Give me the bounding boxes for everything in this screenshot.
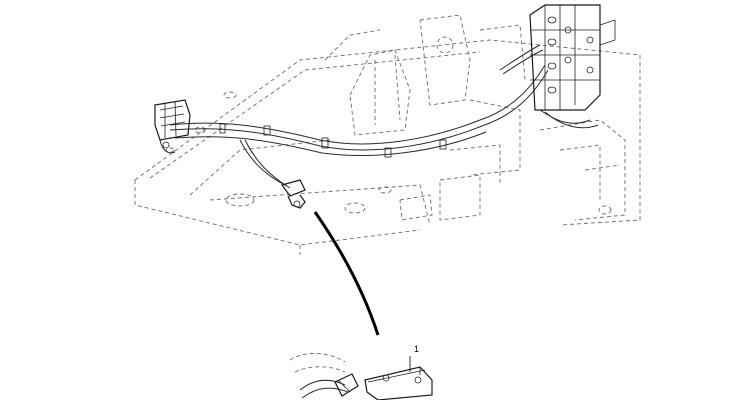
detail-view [289,353,433,400]
harness-connector [154,99,191,149]
detail-leader [313,211,380,336]
callout-1-label: 1 [414,344,419,354]
callout-1: 1 [409,344,419,372]
machine-frame [134,39,641,255]
boom-mount [324,14,626,221]
control-valve [529,4,616,111]
sensor-location [281,179,306,209]
harness-clips [219,123,447,158]
